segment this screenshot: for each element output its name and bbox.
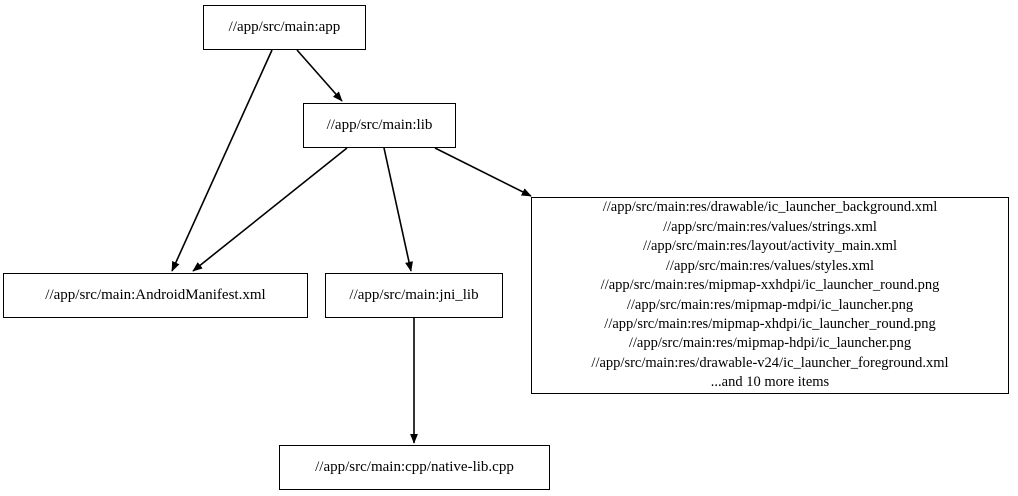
node-res-cluster-label: //app/src/main:res/drawable/ic_launcher_… <box>532 198 1008 392</box>
res-cluster-line: //app/src/main:res/mipmap-xhdpi/ic_launc… <box>604 315 936 332</box>
res-cluster-line: //app/src/main:res/layout/activity_main.… <box>642 238 898 255</box>
res-cluster-line: //app/src/main:res/mipmap-xxhdpi/ic_laun… <box>600 277 940 294</box>
res-cluster-line: //app/src/main:res/values/strings.xml <box>663 218 877 235</box>
node-native-lib-cpp[interactable]: //app/src/main:cpp/native-lib.cpp <box>279 445 550 490</box>
node-app-label: //app/src/main:app <box>228 19 341 35</box>
edge-lib-to-jni-lib <box>383 147 413 272</box>
node-lib-label: //app/src/main:lib <box>326 117 433 133</box>
res-cluster-line: //app/src/main:res/mipmap-mdpi/ic_launch… <box>626 296 914 313</box>
edge-app-to-lib <box>296 49 343 102</box>
res-cluster-line: //app/src/main:res/drawable/ic_launcher_… <box>602 199 938 216</box>
node-app[interactable]: //app/src/main:app <box>203 5 366 50</box>
res-cluster-line: //app/src/main:res/drawable-v24/ic_launc… <box>591 354 949 371</box>
res-cluster-line: //app/src/main:res/mipmap-hdpi/ic_launch… <box>628 335 912 352</box>
node-lib[interactable]: //app/src/main:lib <box>303 103 456 148</box>
node-res-cluster[interactable]: //app/src/main:res/drawable/ic_launcher_… <box>531 197 1009 394</box>
edge-app-to-manifest <box>171 49 273 272</box>
node-android-manifest[interactable]: //app/src/main:AndroidManifest.xml <box>3 273 308 318</box>
node-jni-lib-label: //app/src/main:jni_lib <box>349 287 479 303</box>
edge-lib-to-manifest <box>192 147 348 272</box>
edge-lib-to-res-cluster <box>434 147 532 197</box>
node-android-manifest-label: //app/src/main:AndroidManifest.xml <box>45 287 266 303</box>
node-jni-lib[interactable]: //app/src/main:jni_lib <box>325 273 503 318</box>
res-cluster-line: //app/src/main:res/values/styles.xml <box>665 257 875 274</box>
res-cluster-line: ...and 10 more items <box>710 374 830 391</box>
node-native-lib-cpp-label: //app/src/main:cpp/native-lib.cpp <box>315 459 514 475</box>
